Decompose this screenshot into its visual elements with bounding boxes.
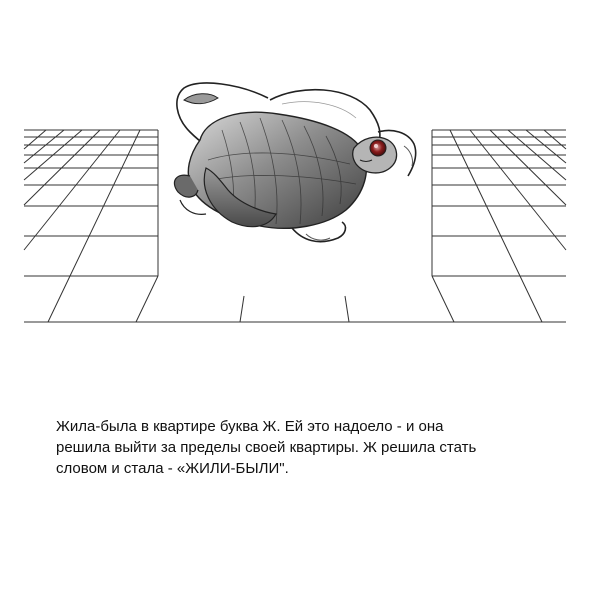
caption-line: решила выйти за пределы своей квартиры. …: [56, 439, 477, 456]
caption-line: словом и стала - «ЖИЛИ-БЫЛИ".: [56, 460, 289, 477]
story-caption: Жила-была в квартире буква Ж. Ей это над…: [56, 416, 556, 479]
caption-line: Жила-была в квартире буква Ж. Ей это над…: [56, 418, 444, 435]
right-grid-floor: [431, 129, 567, 323]
center-grid-floor: [136, 295, 454, 323]
left-grid-floor: [23, 129, 159, 323]
letter-zhe-creature-icon: [173, 82, 417, 243]
